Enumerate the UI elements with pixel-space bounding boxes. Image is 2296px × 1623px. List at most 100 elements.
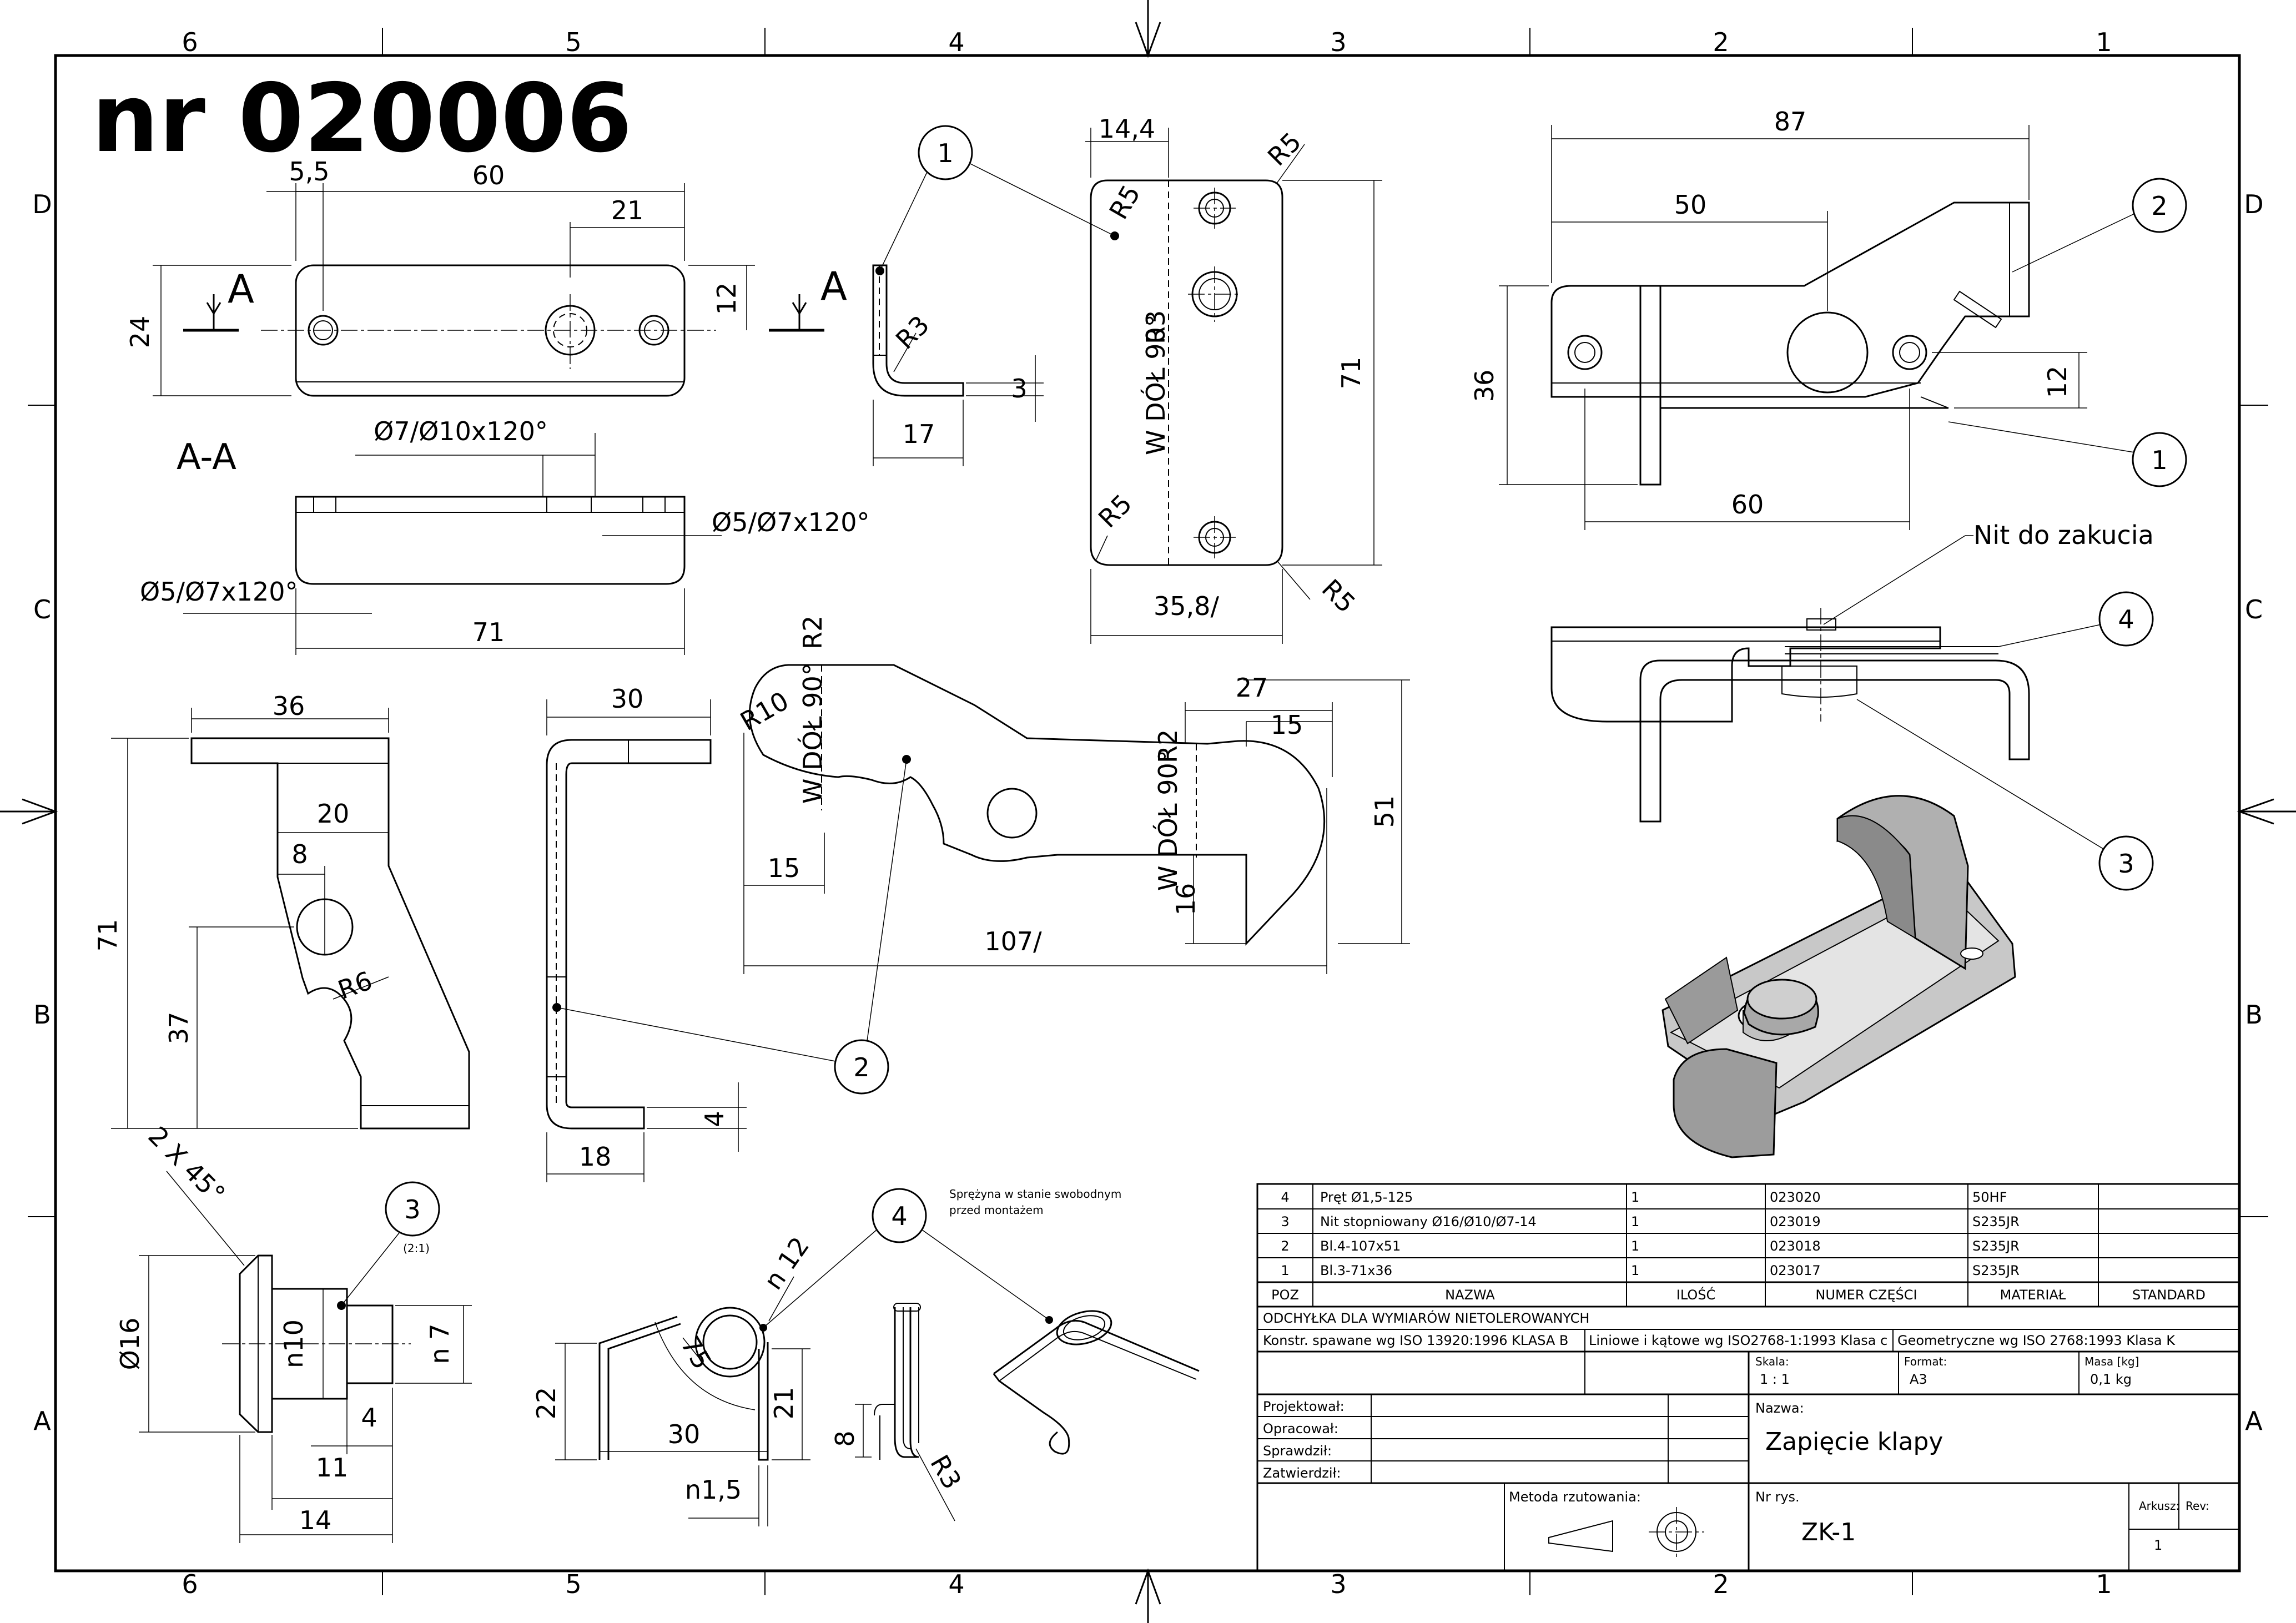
- role-label: Sprawdził:: [1263, 1443, 1332, 1459]
- zone-col-label: 5: [565, 1569, 581, 1599]
- dim-text: Ø7/Ø10x120°: [374, 416, 548, 446]
- rev-label: Rev:: [2186, 1499, 2209, 1513]
- balloon-1: 1: [879, 125, 1115, 271]
- dim-text: R10: [735, 686, 793, 737]
- dim-text: R3: [1141, 310, 1171, 344]
- dim-text: 87: [1774, 107, 1807, 137]
- dim-text: n1,5: [685, 1475, 742, 1505]
- cell-name: Bl.4-107x51: [1320, 1238, 1401, 1254]
- cell-qty: 1: [1631, 1263, 1639, 1278]
- centering-mark-top: [1135, 0, 1161, 58]
- dim-text: 60: [472, 160, 505, 190]
- zone-col-label: 2: [1713, 27, 1729, 57]
- tolerance-title: ODCHYŁKA DLA WYMIARÓW NIETOLEROWANYCH: [1263, 1309, 1589, 1326]
- cell-material: S235JR: [1972, 1263, 2020, 1278]
- zone-col-label: 1: [2096, 27, 2112, 57]
- balloon-number: 3: [404, 1194, 420, 1224]
- dim-text: 15: [1271, 710, 1303, 740]
- spring-side-view: [874, 1303, 921, 1460]
- drawing-number-title: nr 020006: [92, 64, 632, 174]
- tolerance-weld: Konstr. spawane wg ISO 13920:1996 KLASA …: [1263, 1333, 1568, 1348]
- zone-col-label: 6: [182, 27, 198, 57]
- zone-row-label: A: [33, 1406, 51, 1436]
- mass-value: 0,1 kg: [2090, 1372, 2132, 1387]
- dim-text: 35,8/: [1154, 591, 1219, 621]
- centering-mark-right: [2237, 798, 2296, 825]
- cell-poz: 3: [1281, 1214, 1289, 1229]
- parts-row: 4 Pręt Ø1,5-125 1 023020 50HF: [1281, 1189, 2007, 1205]
- dim-text: 60: [1731, 490, 1764, 520]
- dim-text: 12: [2042, 366, 2072, 399]
- zone-col-label: 2: [1713, 1569, 1729, 1599]
- plate-section-dimensions: 71 Ø7/Ø10x120° Ø5/Ø7x120° Ø5/Ø7x120°: [140, 416, 869, 655]
- cell-part-number: 023017: [1770, 1263, 1821, 1278]
- cell-material: S235JR: [1972, 1238, 2020, 1254]
- latch-front-view: [190, 737, 470, 1130]
- dim-text: 17: [903, 419, 935, 449]
- balloon-2-assembly: 2: [2012, 178, 2187, 273]
- dim-text: 24: [125, 316, 155, 349]
- dim-text: Ø16: [115, 1318, 145, 1370]
- dim-text: 51: [1369, 795, 1399, 828]
- latch-front-dimensions: 36 20 8 71 37 R6: [93, 691, 389, 1129]
- cell-name: Nit stopniowany Ø16/Ø10/Ø7-14: [1320, 1214, 1537, 1229]
- approval-roles: Projektował: Opracował: Sprawdził: Zatwi…: [1263, 1399, 1345, 1481]
- assembly-top-view: [1550, 201, 2030, 486]
- spring-iso-view: [993, 1310, 1200, 1455]
- header-cell: ILOŚĆ: [1676, 1286, 1715, 1303]
- dim-text: n 7: [425, 1323, 455, 1364]
- dim-text: 27: [1236, 673, 1268, 703]
- dim-text: R5: [1262, 127, 1307, 172]
- dim-text: 20: [317, 799, 350, 829]
- dim-text: 8: [830, 1430, 860, 1446]
- dim-text: 12: [712, 283, 742, 315]
- balloon-number: 2: [2151, 191, 2167, 221]
- latch-side-dimensions: 30 4 18: [546, 684, 747, 1182]
- zone-col-label: 4: [948, 27, 964, 57]
- zone-row-label: B: [33, 1000, 51, 1030]
- section-letter: A: [228, 266, 254, 312]
- projection-cone-icon: [1548, 1520, 1613, 1553]
- dim-text: 11: [316, 1453, 349, 1483]
- balloon-4-spring: 4: [763, 1188, 1050, 1328]
- plate-side-dimensions: 17 3 R3: [873, 310, 1044, 466]
- spring-note-line-1: Sprężyna w stanie swobodnym: [949, 1187, 1121, 1201]
- zone-row-label: B: [2245, 1000, 2263, 1030]
- zone-col-label: 3: [1330, 27, 1346, 57]
- zone-row-label: C: [2245, 594, 2263, 624]
- rivet-note: Nit do zakucia: [1973, 520, 2154, 550]
- balloon-number: 3: [2118, 849, 2134, 879]
- dim-text: 18: [579, 1142, 612, 1172]
- projection-method: Metoda rzutowania:: [1509, 1489, 1704, 1557]
- dim-text: 37: [164, 1012, 194, 1045]
- assembly-top-dimensions: 87 50 36 12 60: [1469, 107, 2087, 530]
- dim-text: 22: [531, 1387, 561, 1420]
- cell-name: Pręt Ø1,5-125: [1320, 1189, 1413, 1205]
- centering-mark-left: [0, 798, 58, 825]
- dim-text: R5: [1316, 573, 1361, 618]
- assembly-front-view: [1550, 608, 2030, 823]
- dim-text: R6: [334, 965, 376, 1005]
- balloon-2-latch: 2: [556, 759, 907, 1095]
- dim-text: 50: [1674, 190, 1707, 220]
- rivet-callout: Nit do zakucia: [1823, 520, 2154, 625]
- balloon-number: 4: [2118, 604, 2134, 634]
- latch-flat-pattern: [748, 664, 1326, 946]
- cell-name: Bl.3-71x36: [1320, 1263, 1392, 1278]
- dim-text: n 12: [758, 1231, 815, 1295]
- latch-side-view: [546, 739, 712, 1130]
- cell-qty: 1: [1631, 1189, 1639, 1205]
- rivet-dimensions: 2 X 45° Ø16 n10 n 7 4 11 14: [115, 1121, 472, 1543]
- zone-labels: 6 5 4 3 2 1 6 5 4 3 2 1 D C B A D C B A: [32, 27, 2263, 1599]
- dim-text: 16: [1171, 883, 1201, 916]
- dim-text: R3: [924, 1450, 967, 1494]
- dim-text: 30: [668, 1419, 701, 1449]
- role-label: Opracował:: [1263, 1421, 1338, 1436]
- rivet-view: [222, 1254, 411, 1433]
- zone-row-label: D: [2244, 189, 2263, 219]
- bend-note: W DÓŁ 90°: [1141, 314, 1171, 455]
- plate-front-dimensions: 5,5 60 21 24 12: [125, 157, 755, 396]
- sheet-value: 1: [2154, 1538, 2162, 1553]
- balloon-number: 2: [853, 1052, 869, 1082]
